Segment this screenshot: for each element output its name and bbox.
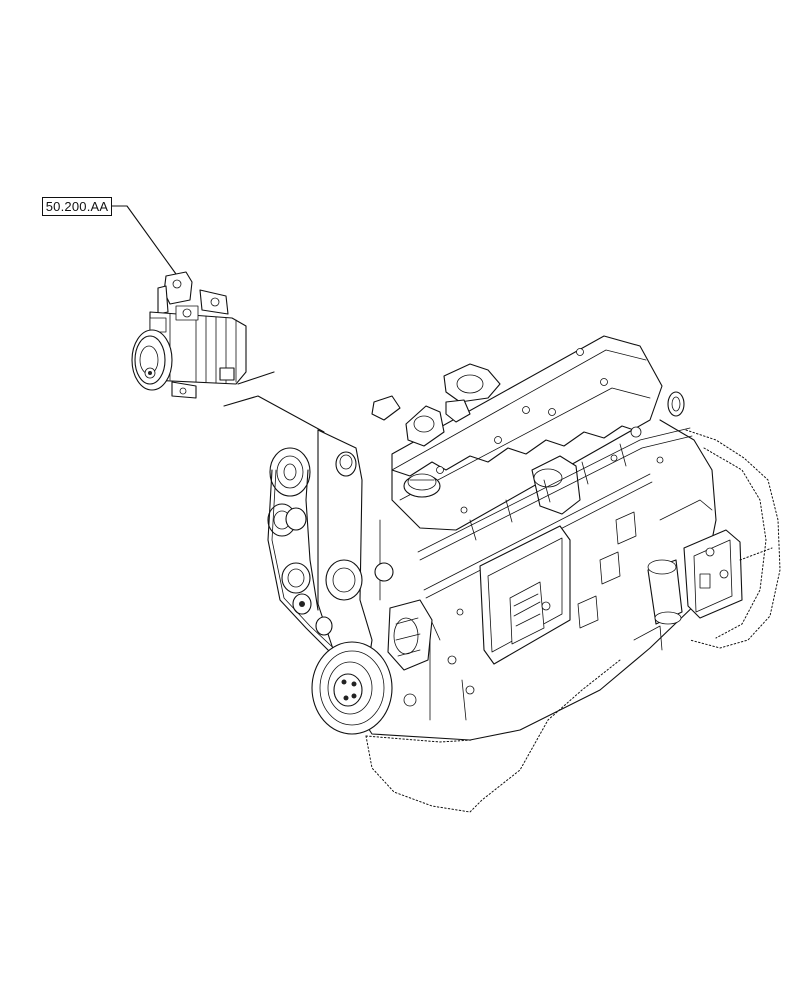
compressor-illustration[interactable] (131, 271, 247, 399)
mount-pointer-lines (223, 371, 325, 433)
engine-illustration (267, 335, 781, 813)
callout-reference-label[interactable]: 50.200.AA (42, 197, 112, 216)
callout-leader-line (111, 205, 177, 275)
